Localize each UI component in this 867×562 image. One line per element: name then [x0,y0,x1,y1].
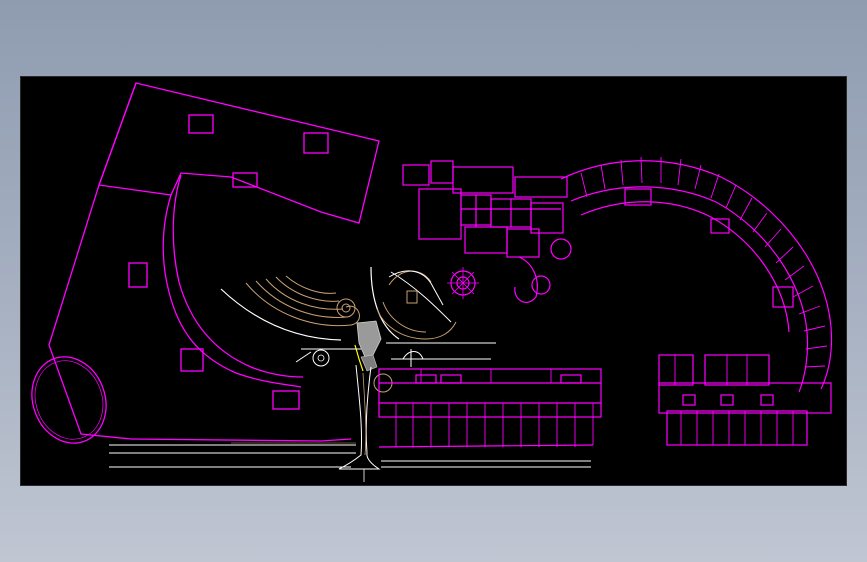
west-wing [48,82,380,442]
cad-viewport[interactable] [20,76,847,486]
east-crescent-wing [560,156,833,393]
central-plaza [220,266,496,482]
south-retail-row [378,368,602,448]
site-road [109,442,591,468]
site-plan-drawing [31,82,833,482]
oval-pavilion-inner [34,360,104,440]
east-block [658,354,832,446]
north-cluster [402,160,572,303]
oval-pavilion [31,356,107,444]
